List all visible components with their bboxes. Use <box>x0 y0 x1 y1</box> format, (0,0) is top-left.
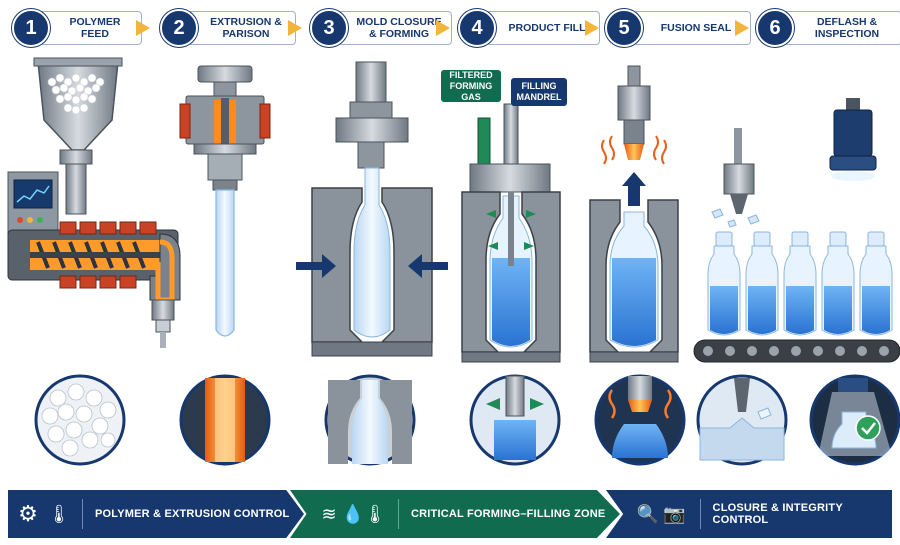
step-arrow-5 <box>735 20 749 36</box>
camera-icon: 📷 <box>663 503 686 524</box>
vial-row <box>707 231 893 336</box>
stage-4-fill <box>461 103 561 363</box>
forming-gas-callout: FILTERED FORMING GAS <box>441 70 501 102</box>
zone-polymer-extrusion-label: POLYMER & EXTRUSION CONTROL <box>95 508 290 520</box>
step-5-number: 5 <box>605 9 643 47</box>
zone-forming-filling: ≋ 💧 🌡 CRITICAL FORMING–FILLING ZONE <box>290 490 620 538</box>
step-2-number: 2 <box>160 9 198 47</box>
step-6: 6 DEFLASH & INSPECTION <box>756 9 900 47</box>
thermometer-icon: 🌡 <box>363 503 387 524</box>
zone-closure-integrity: 🔍 📷 CLOSURE & INTEGRITY CONTROL <box>606 490 892 538</box>
stage-3-mold <box>296 61 448 357</box>
gear-icon: ⚙ <box>18 501 38 526</box>
detail-pellets <box>34 374 126 466</box>
step-arrow-2 <box>288 20 302 36</box>
zone-forming-filling-label: CRITICAL FORMING–FILLING ZONE <box>411 508 606 520</box>
stage-5-seal <box>589 65 679 363</box>
detail-seal-heat <box>594 374 686 466</box>
detail-fill-nozzle <box>469 374 561 466</box>
step-1-number: 1 <box>12 9 50 47</box>
step-4: 4 PRODUCT FILL <box>458 9 600 47</box>
detail-mold-cavity <box>324 374 416 466</box>
filling-mandrel-callout: FILLING MANDREL <box>511 78 567 106</box>
step-3-number: 3 <box>310 9 348 47</box>
airflow-icon: ≋ <box>321 503 337 524</box>
step-5: 5 FUSION SEAL <box>605 9 751 47</box>
step-4-number: 4 <box>458 9 496 47</box>
detail-deflash-cut <box>696 374 788 466</box>
control-zone-bar: ⚙ 🌡 POLYMER & EXTRUSION CONTROL ≋ 💧 🌡 CR… <box>0 490 900 540</box>
step-3-label: MOLD CLOSURE & FORMING <box>338 11 452 45</box>
detail-parison-tube <box>179 374 271 466</box>
step-3: 3 MOLD CLOSURE & FORMING <box>310 9 452 47</box>
step-1-label: POLYMER FEED <box>40 11 142 45</box>
step-arrow-4 <box>585 20 599 36</box>
step-6-number: 6 <box>756 9 794 47</box>
detail-inspection-pass <box>809 374 900 466</box>
step-6-label: DEFLASH & INSPECTION <box>784 11 900 45</box>
zone-polymer-extrusion: ⚙ 🌡 POLYMER & EXTRUSION CONTROL <box>8 490 304 538</box>
step-1: 1 POLYMER FEED <box>12 9 142 47</box>
step-4-label: PRODUCT FILL <box>486 11 600 45</box>
step-arrow-1 <box>136 20 150 36</box>
step-arrow-3 <box>436 20 450 36</box>
stage-6-deflash-inspect <box>693 98 900 363</box>
thermometer-icon: 🌡 <box>47 503 71 524</box>
droplet-icon: 💧 <box>341 503 365 524</box>
stage-1-extruder <box>7 57 181 348</box>
step-header-row: 1 POLYMER FEED 2 EXTRUSION & PARISON 3 M… <box>0 0 900 60</box>
magnifier-icon: 🔍 <box>636 503 659 524</box>
step-2-label: EXTRUSION & PARISON <box>188 11 296 45</box>
zone-closure-integrity-label: CLOSURE & INTEGRITY CONTROL <box>712 502 843 526</box>
step-2: 2 EXTRUSION & PARISON <box>160 9 296 47</box>
step-5-label: FUSION SEAL <box>633 11 751 45</box>
stage-2-parison-head <box>179 65 271 337</box>
process-illustration <box>7 57 900 466</box>
check-icon <box>855 415 881 441</box>
